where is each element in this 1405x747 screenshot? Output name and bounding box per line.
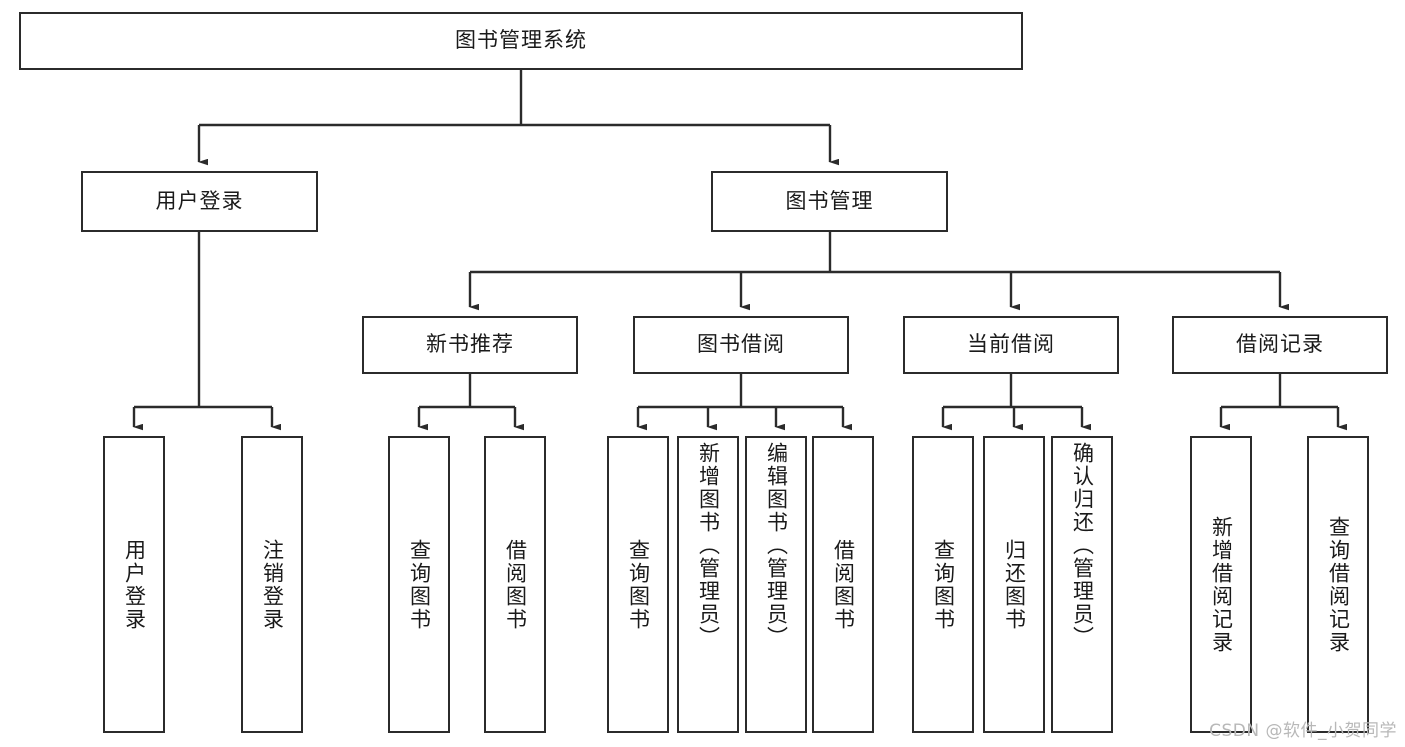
- node-leaf-user-logout[interactable]: 注销登录: [241, 436, 303, 733]
- node-leaf-borrow-book[interactable]: 借阅图书: [812, 436, 874, 733]
- node-leaf-user-login-label: 用户登录: [122, 538, 147, 631]
- node-leaf-borrow-book-recommend[interactable]: 借阅图书: [484, 436, 546, 733]
- node-leaf-add-book[interactable]: 新增图书（管理员）: [677, 436, 739, 733]
- node-leaf-user-login[interactable]: 用户登录: [103, 436, 165, 733]
- node-leaf-confirm-return-label: 确认归还（管理员）: [1070, 442, 1095, 649]
- node-leaf-confirm-return[interactable]: 确认归还（管理员）: [1051, 436, 1113, 733]
- node-root-label: 图书管理系统: [455, 28, 587, 53]
- node-leaf-query-book-borrow-label: 查询图书: [626, 538, 651, 631]
- node-book-manage[interactable]: 图书管理: [711, 171, 948, 232]
- node-root[interactable]: 图书管理系统: [19, 12, 1023, 70]
- node-leaf-query-borrow-record[interactable]: 查询借阅记录: [1307, 436, 1369, 733]
- node-new-book-recommend-label: 新书推荐: [426, 332, 514, 357]
- node-leaf-query-book-current[interactable]: 查询图书: [912, 436, 974, 733]
- node-leaf-edit-book[interactable]: 编辑图书（管理员）: [745, 436, 807, 733]
- node-leaf-query-borrow-record-label: 查询借阅记录: [1326, 515, 1351, 654]
- node-book-borrow[interactable]: 图书借阅: [633, 316, 849, 374]
- node-current-borrow-label: 当前借阅: [967, 332, 1055, 357]
- node-borrow-record-label: 借阅记录: [1236, 332, 1324, 357]
- node-leaf-return-book-label: 归还图书: [1002, 538, 1027, 631]
- node-user-login-label: 用户登录: [155, 188, 244, 213]
- node-leaf-edit-book-label: 编辑图书（管理员）: [764, 442, 789, 649]
- node-new-book-recommend[interactable]: 新书推荐: [362, 316, 578, 374]
- node-leaf-add-borrow-record[interactable]: 新增借阅记录: [1190, 436, 1252, 733]
- node-book-borrow-label: 图书借阅: [697, 332, 785, 357]
- node-user-login[interactable]: 用户登录: [81, 171, 318, 232]
- node-leaf-borrow-book-label: 借阅图书: [831, 538, 856, 631]
- node-leaf-query-book-current-label: 查询图书: [931, 538, 956, 631]
- node-book-manage-label: 图书管理: [785, 188, 874, 213]
- node-leaf-add-borrow-record-label: 新增借阅记录: [1209, 515, 1234, 654]
- node-leaf-user-logout-label: 注销登录: [260, 538, 285, 631]
- node-leaf-return-book[interactable]: 归还图书: [983, 436, 1045, 733]
- node-leaf-query-book-recommend-label: 查询图书: [407, 538, 432, 631]
- node-leaf-query-book-borrow[interactable]: 查询图书: [607, 436, 669, 733]
- node-current-borrow[interactable]: 当前借阅: [903, 316, 1119, 374]
- node-borrow-record[interactable]: 借阅记录: [1172, 316, 1388, 374]
- node-leaf-query-book-recommend[interactable]: 查询图书: [388, 436, 450, 733]
- node-leaf-borrow-book-recommend-label: 借阅图书: [503, 538, 528, 631]
- node-leaf-add-book-label: 新增图书（管理员）: [696, 442, 721, 649]
